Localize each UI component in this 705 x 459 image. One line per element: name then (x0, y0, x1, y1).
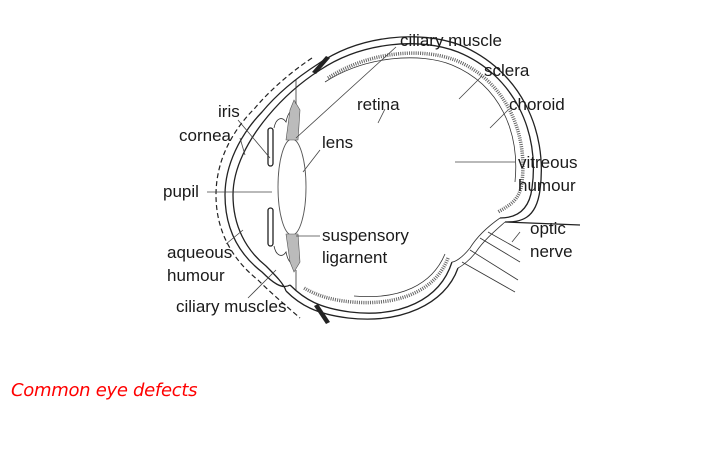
ciliary-body (285, 80, 301, 290)
optic-nerve (451, 217, 521, 293)
label-aqueous-humour: humour (167, 266, 225, 285)
label-cornea: cornea (179, 126, 232, 145)
lens (277, 138, 307, 236)
sclera-wall (285, 36, 581, 320)
leader-lines (207, 46, 521, 299)
upper-eyelid-mark (312, 56, 330, 74)
retina-layer (303, 51, 525, 305)
cornea (215, 57, 321, 319)
label-suspensory-ligament: ligarnent (322, 248, 387, 267)
label-aqueous: aqueous (167, 243, 232, 262)
label-lens: lens (322, 133, 353, 152)
label-choroid: choroid (509, 95, 565, 114)
label-vitreous-humour: humour (518, 176, 576, 195)
label-sclera: sclera (484, 61, 530, 80)
label-suspensory: suspensory (322, 226, 409, 245)
section-heading: Common eye defects (11, 380, 198, 401)
label-retina: retina (357, 95, 400, 114)
lower-eyelid-mark (314, 304, 330, 324)
label-iris: iris (218, 102, 240, 121)
label-ciliary-muscle: ciliary muscle (400, 31, 502, 50)
label-optic-nerve: nerve (530, 242, 573, 261)
label-optic: optic (530, 219, 566, 238)
label-vitreous: vitreous (518, 153, 578, 172)
label-ciliary-muscles: ciliary muscles (176, 297, 287, 316)
label-pupil: pupil (163, 182, 199, 201)
